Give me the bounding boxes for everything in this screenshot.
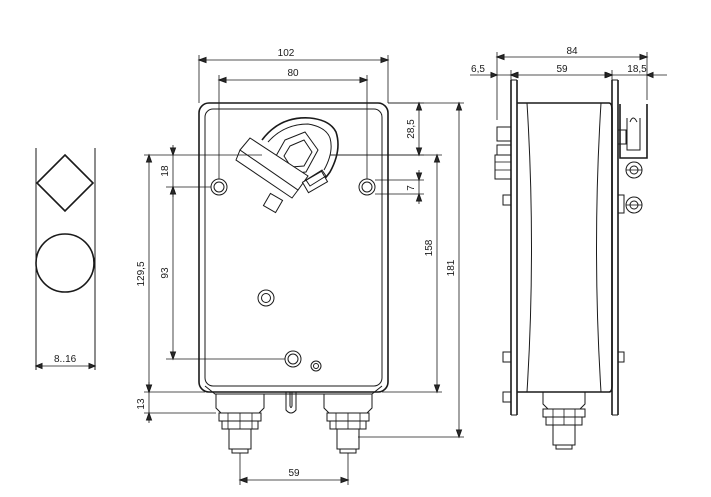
dim-left-93: 93 — [160, 267, 171, 279]
mounting-hole-left — [210, 178, 228, 196]
dim-width-102: 102 — [278, 48, 295, 59]
mounting-hole-right — [358, 178, 376, 196]
housing-inner — [204, 108, 383, 387]
small-screw — [310, 360, 322, 372]
shaft-clamp — [235, 117, 339, 214]
dim-height-158: 158 — [424, 239, 435, 256]
dim-side-59: 59 — [556, 64, 568, 75]
dim-hole-7: 7 — [406, 185, 417, 191]
dim-height-181: 181 — [446, 259, 457, 276]
dim-shaft-range: 8..16 — [54, 354, 77, 365]
center-button — [257, 289, 275, 307]
dim-top-18: 18 — [160, 165, 171, 177]
front-view: 102 80 28,5 7 158 181 — [136, 48, 464, 485]
shaft-adapter-view: 8..16 — [34, 148, 97, 370]
cable-gland-right — [323, 394, 373, 454]
dim-side-6-5: 6,5 — [471, 64, 485, 75]
dim-side-18-5: 18,5 — [627, 64, 647, 75]
square-shaft-shape — [35, 153, 95, 213]
lower-button — [284, 350, 302, 368]
dim-side-84: 84 — [566, 46, 578, 57]
dim-holes-80: 80 — [287, 68, 299, 79]
dim-glands-59: 59 — [288, 468, 300, 479]
housing-outer — [198, 102, 389, 393]
dim-top-28-5: 28,5 — [406, 119, 417, 139]
side-view: 84 6,5 59 18,5 — [470, 46, 667, 450]
dim-bottom-13: 13 — [136, 398, 147, 410]
dim-left-129-5: 129,5 — [136, 261, 147, 286]
cable-gland-left — [215, 394, 265, 454]
round-shaft-shape — [35, 233, 95, 293]
clamp-arm — [239, 137, 309, 191]
